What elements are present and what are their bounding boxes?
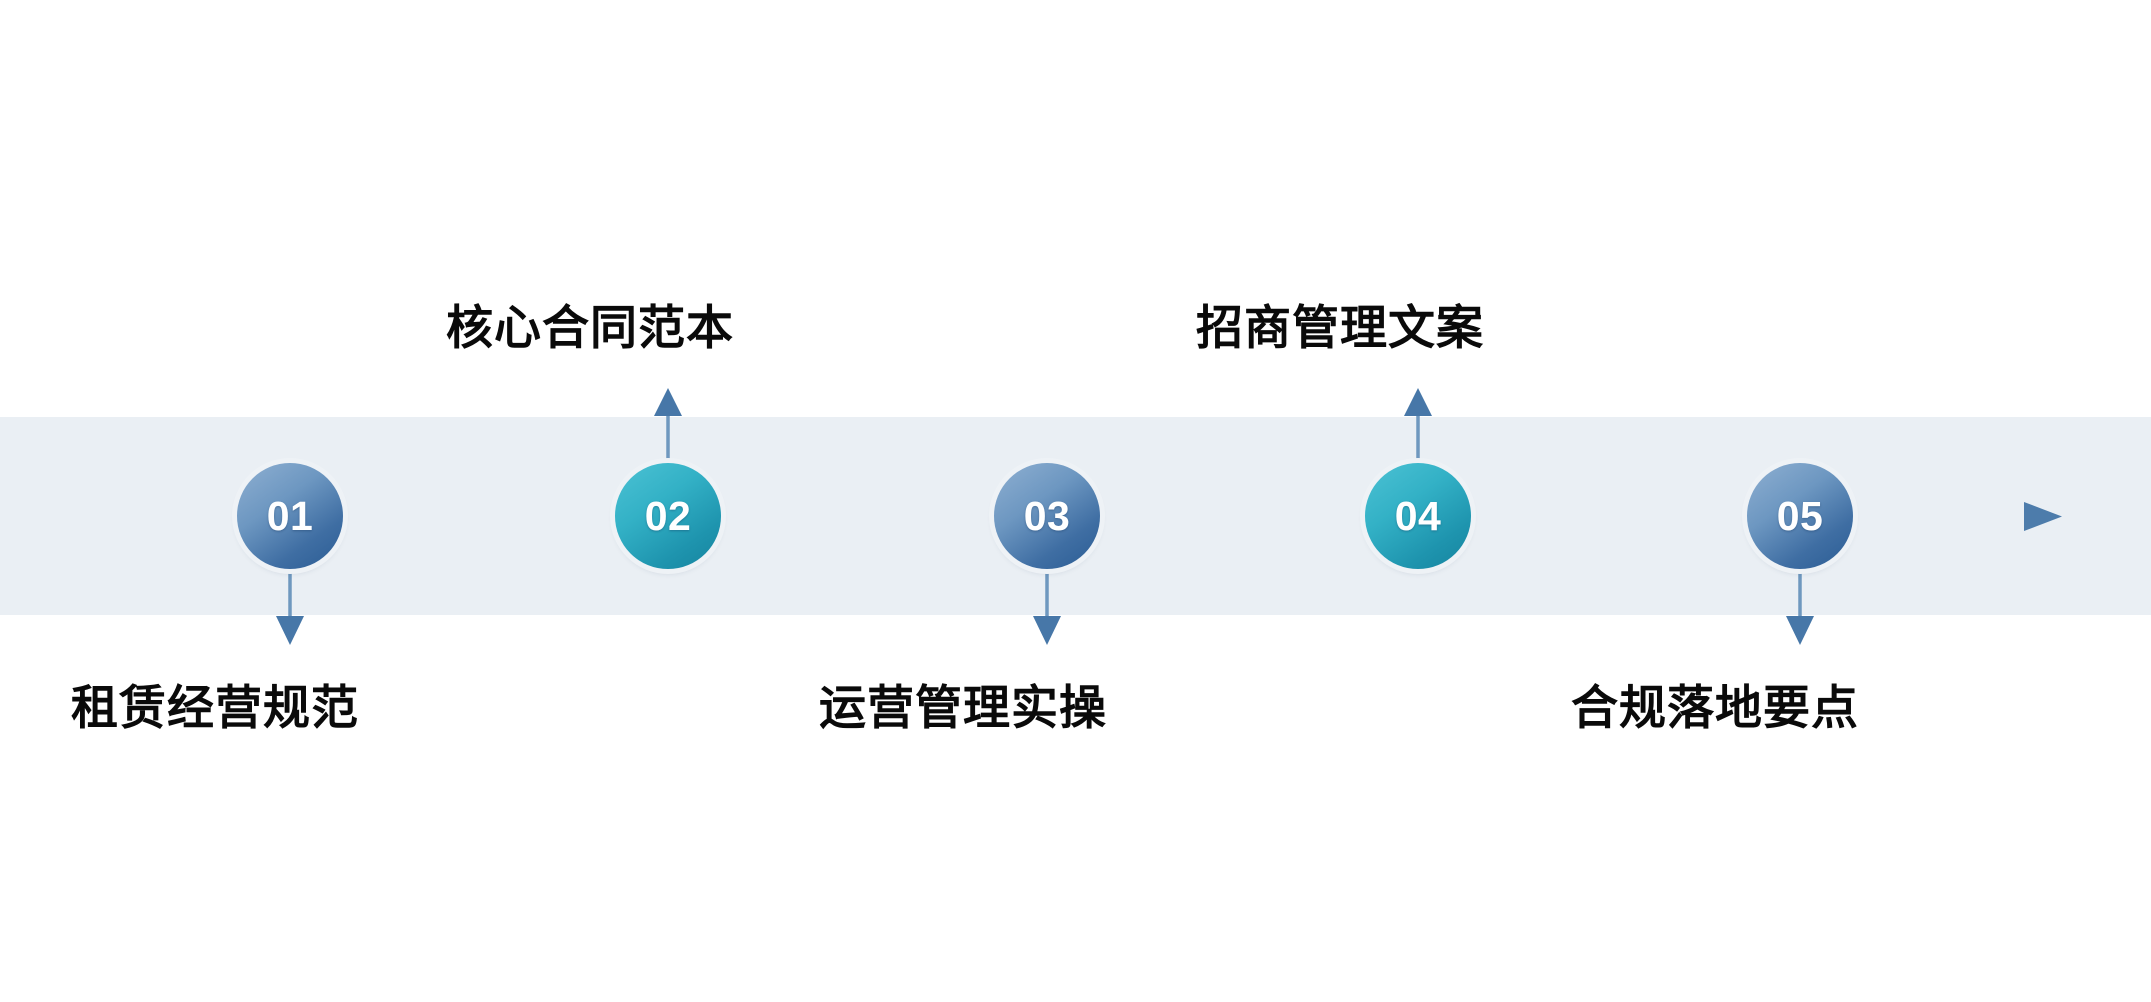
step-node-1[interactable]: 01 <box>237 463 343 569</box>
step-number-1: 01 <box>266 492 314 539</box>
step-node-4[interactable]: 04 <box>1365 463 1471 569</box>
step-number-3: 03 <box>1023 492 1071 539</box>
step-node-5[interactable]: 05 <box>1747 463 1853 569</box>
step-label-1: 租赁经营规范 <box>71 681 359 736</box>
step-number-5: 05 <box>1776 492 1824 539</box>
step-number-2: 02 <box>644 492 692 539</box>
step-label-2: 核心合同范本 <box>446 301 734 356</box>
step-node-3[interactable]: 03 <box>994 463 1100 569</box>
step-label-5: 合规落地要点 <box>1571 681 1859 736</box>
step-label-3: 运营管理实操 <box>819 681 1107 736</box>
step-node-2[interactable]: 02 <box>615 463 721 569</box>
step-label-4: 招商管理文案 <box>1196 301 1484 356</box>
step-number-4: 04 <box>1394 492 1442 539</box>
